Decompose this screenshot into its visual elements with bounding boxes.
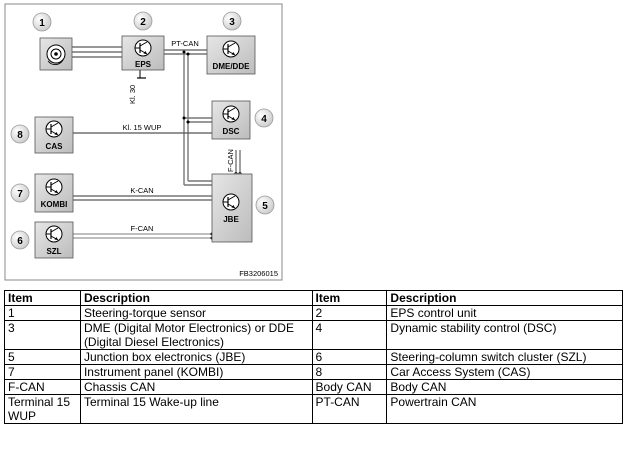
eps-label: EPS [135,60,152,69]
f-can-vertical-label: F-CAN [226,149,235,172]
table-row: Terminal 15 WUP Terminal 15 Wake-up line… [4,394,623,424]
cell-description: Steering-column switch cluster (SZL) [386,349,623,365]
cell-item: 3 [4,320,81,350]
cell-item: 4 [311,320,388,350]
kombi-label: KOMBI [41,200,68,209]
table-row: F-CAN Chassis CAN Body CAN Body CAN [4,379,623,395]
cell-item: 2 [311,305,388,321]
callout-6: 6 [10,230,30,250]
module-jbe: JBE [211,173,253,243]
legend-table: Item Description Item Description 1 Stee… [4,290,623,424]
f-can-label: F-CAN [131,224,154,233]
cell-description: Dynamic stability control (DSC) [386,320,623,350]
svg-text:3: 3 [229,17,235,28]
module-dme-dde: DME/DDE [206,35,256,75]
legend-header-row: Item Description Item Description [4,290,623,306]
cell-description: Body CAN [386,379,623,395]
svg-text:6: 6 [17,236,23,247]
kl15-wup-label: Kl. 15 WUP [123,123,162,132]
cell-item: 6 [311,349,388,365]
cell-description: Junction box electronics (JBE) [79,349,313,365]
cell-item: 5 [4,349,81,365]
header-description: Description [386,290,623,306]
cell-item: 8 [311,364,388,380]
kl30-label: Kl. 30 [128,85,137,104]
header-description: Description [79,290,313,306]
cell-description: Terminal 15 Wake-up line [79,394,313,424]
cell-description: Chassis CAN [79,379,313,395]
svg-text:7: 7 [17,189,23,200]
table-row: 5 Junction box electronics (JBE) 6 Steer… [4,349,623,365]
table-row: 1 Steering-torque sensor 2 EPS control u… [4,305,623,321]
cell-item: PT-CAN [311,394,388,424]
cell-description: DME (Digital Motor Electronics) or DDE (… [79,320,313,350]
module-eps: EPS [121,35,165,71]
dme-dde-label: DME/DDE [213,62,251,71]
figure-code: FB3206015 [239,269,278,278]
table-row: 7 Instrument panel (KOMBI) 8 Car Access … [4,364,623,380]
szl-label: SZL [46,247,61,256]
k-can-label: K-CAN [130,186,153,195]
svg-text:1: 1 [39,18,45,29]
callout-7: 7 [10,183,30,203]
callout-4: 4 [254,108,274,128]
header-item: Item [311,290,388,306]
callout-3: 3 [222,11,242,31]
svg-text:4: 4 [261,114,267,125]
cell-item: Body CAN [311,379,388,395]
svg-text:5: 5 [262,201,268,212]
jbe-label: JBE [223,215,239,224]
callout-2: 2 [133,11,153,31]
cas-label: CAS [46,142,64,151]
dsc-label: DSC [223,127,240,136]
network-diagram: EPS DME/DDE DSC CAS KOMBI JBE SZL PT-CAN… [4,3,283,281]
cell-description: Powertrain CAN [386,394,623,424]
module-sensor [39,37,73,71]
callout-8: 8 [10,124,30,144]
module-dsc: DSC [211,100,251,140]
cell-description: Car Access System (CAS) [386,364,623,380]
cell-description: Steering-torque sensor [79,305,313,321]
svg-text:8: 8 [17,130,23,141]
cell-description: Instrument panel (KOMBI) [79,364,313,380]
cell-item: 1 [4,305,81,321]
table-row: 3 DME (Digital Motor Electronics) or DDE… [4,320,623,350]
module-szl: SZL [34,221,74,259]
cell-item: F-CAN [4,379,81,395]
bus-lines [72,46,242,240]
callout-5: 5 [255,195,275,215]
module-kombi: KOMBI [34,173,74,213]
svg-text:2: 2 [140,17,146,28]
callout-1: 1 [32,12,52,32]
header-item: Item [4,290,81,306]
module-cas: CAS [34,116,74,154]
cell-item: 7 [4,364,81,380]
cell-item: Terminal 15 WUP [4,394,81,424]
pt-can-label: PT-CAN [171,39,199,48]
cell-description: EPS control unit [386,305,623,321]
